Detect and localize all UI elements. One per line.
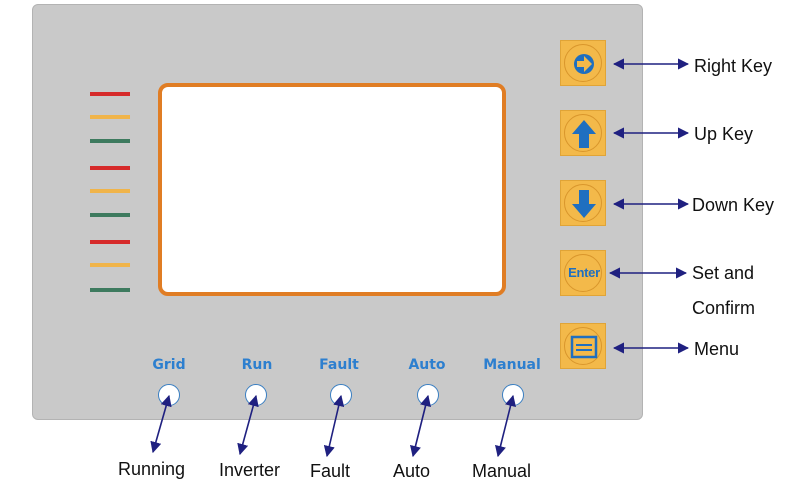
enter-key[interactable]: Enter (560, 250, 606, 296)
led-bar (90, 189, 130, 193)
callout-running: Running (118, 459, 186, 479)
callout-auto: Auto (393, 461, 431, 481)
indicator-label-manual: Manual (483, 357, 541, 373)
callout-right-key: Right Key (694, 56, 773, 76)
manual-indicator-arrow (495, 394, 516, 458)
down-arrow-icon (572, 190, 596, 218)
callout-menu: Menu (694, 339, 740, 359)
indicator-label-auto: Auto (408, 357, 446, 373)
callout-fault: Fault (310, 461, 351, 481)
down-key[interactable] (560, 180, 606, 226)
led-bar (90, 139, 130, 143)
led-bar (90, 288, 130, 292)
up-arrow-icon (572, 120, 596, 148)
led-bar (90, 213, 130, 217)
led-bar (90, 92, 130, 96)
enter-key-label: Enter (568, 265, 600, 280)
up-key[interactable] (560, 110, 606, 156)
callout-set-confirm-line2: Confirm (692, 298, 756, 318)
callout-up-key: Up Key (694, 124, 754, 144)
callout-down-key: Down Key (692, 195, 775, 215)
menu-key[interactable] (560, 323, 606, 369)
lcd-screen (158, 83, 506, 296)
indicator-label-grid: Grid (152, 357, 186, 373)
callout-inverter: Inverter (219, 460, 281, 480)
callout-set-confirm-line1: Set and (692, 263, 755, 283)
led-bar (90, 240, 130, 244)
fault-indicator-arrow (323, 394, 345, 458)
grid-indicator-arrow (150, 394, 172, 454)
auto-indicator-arrow (410, 394, 431, 458)
right-key[interactable] (560, 40, 606, 86)
right-arrow-icon (574, 54, 594, 74)
led-bar (90, 166, 130, 170)
callout-manual: Manual (472, 461, 532, 481)
indicator-label-fault: Fault (319, 357, 359, 373)
menu-icon (570, 335, 598, 359)
indicator-label-run: Run (241, 357, 273, 373)
led-bar (90, 115, 130, 119)
run-indicator-arrow (237, 394, 259, 456)
led-bar (90, 263, 130, 267)
